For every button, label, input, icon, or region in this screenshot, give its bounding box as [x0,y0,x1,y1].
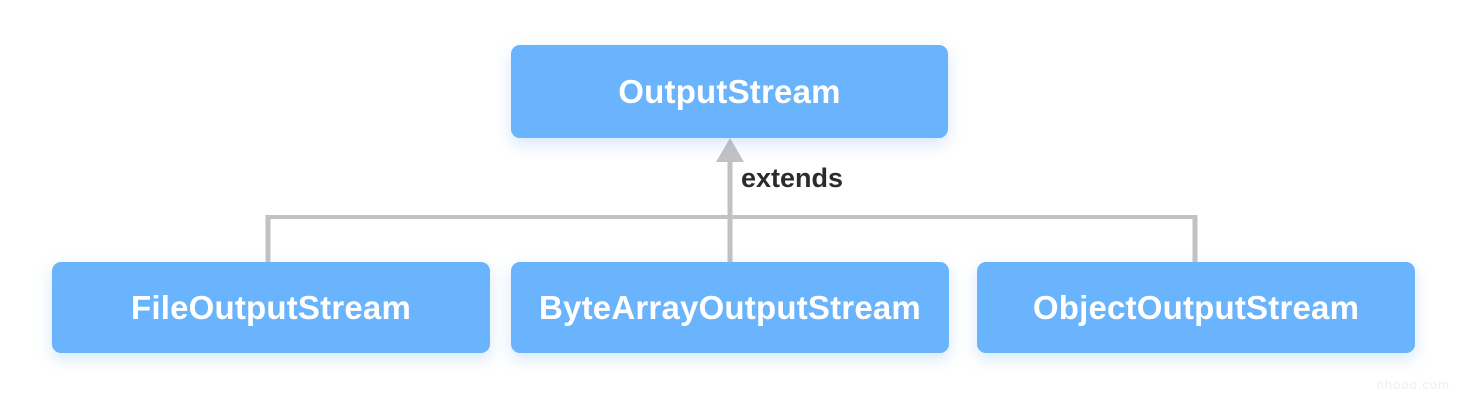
class-node-label: FileOutputStream [130,289,412,326]
class-node-child-file-output-stream[interactable]: FileOutputStream [52,262,490,353]
relationship-label-extends: extends [741,163,844,193]
watermark: nhooo.com [1376,377,1450,392]
class-node-child-object-output-stream[interactable]: ObjectOutputStream [977,262,1415,353]
class-node-label: OutputStream [618,73,841,110]
class-node-label: ObjectOutputStream [1032,289,1360,326]
inheritance-arrowhead [716,138,744,162]
class-node-child-byte-array-output-stream[interactable]: ByteArrayOutputStream [511,262,949,353]
class-node-label: ByteArrayOutputStream [539,289,921,326]
class-node-parent[interactable]: OutputStream [511,45,948,138]
